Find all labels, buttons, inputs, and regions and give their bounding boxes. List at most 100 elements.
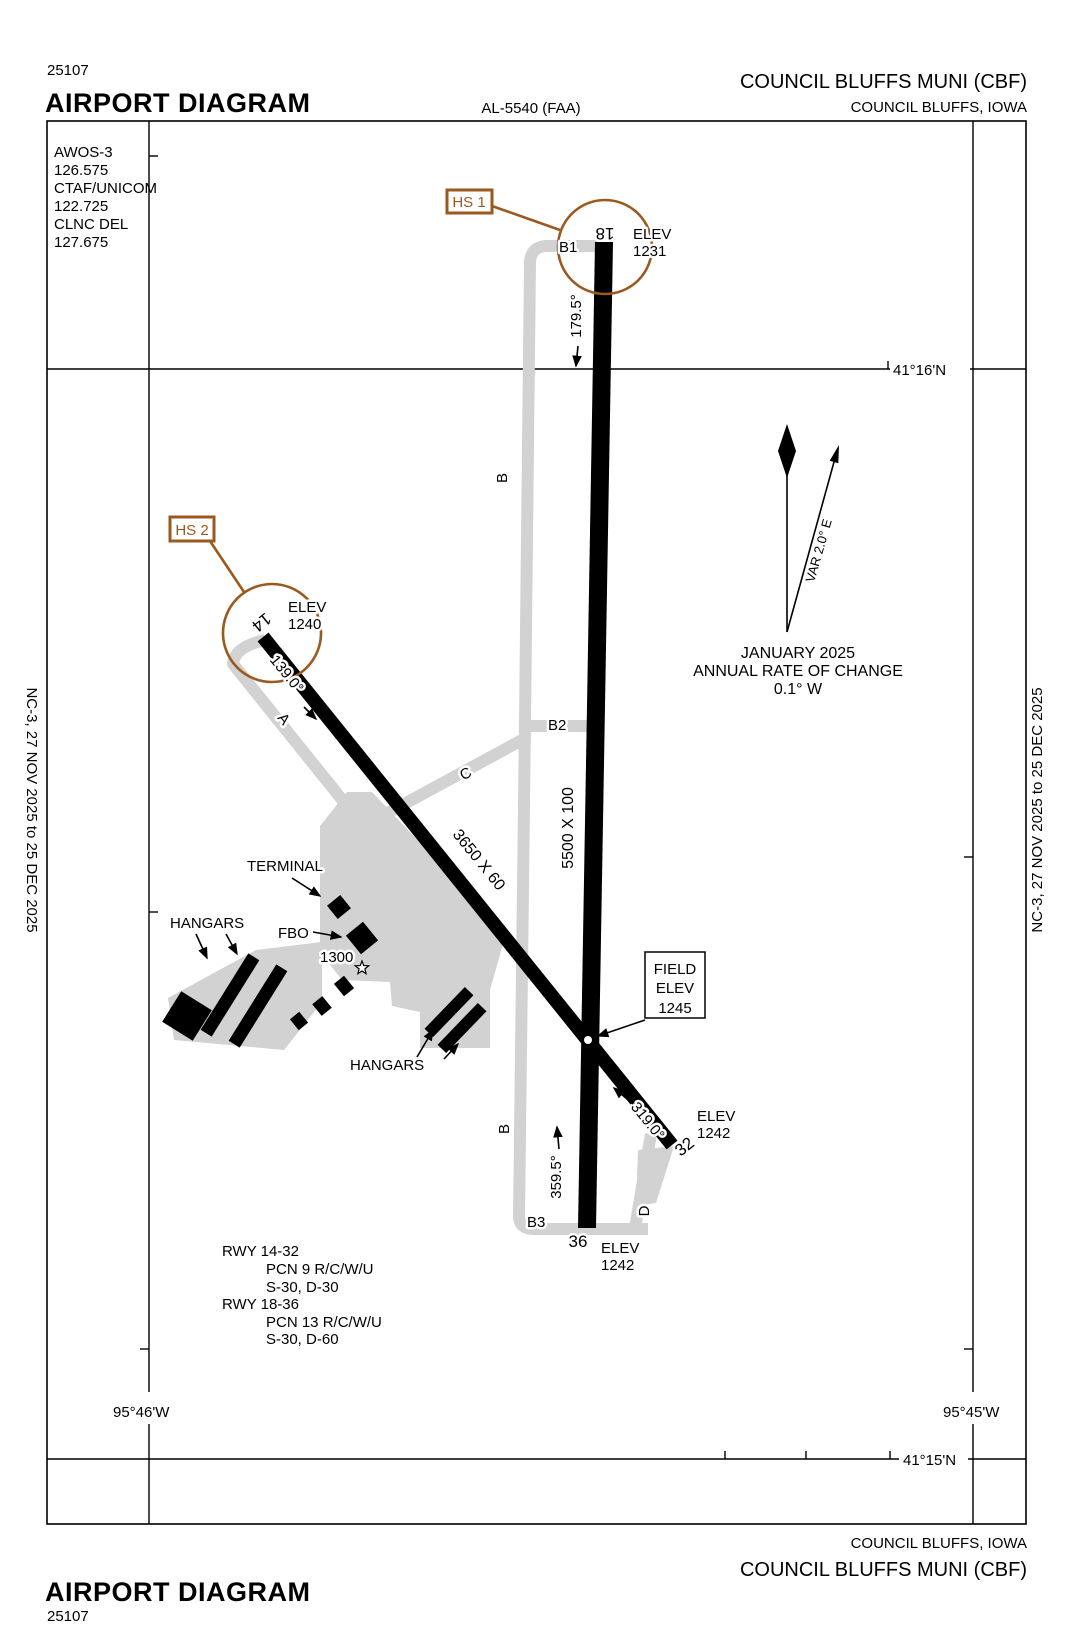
apron-main bbox=[320, 792, 503, 1048]
footer-airport-city: COUNCIL BLUFFS, IOWA bbox=[851, 1535, 1027, 1552]
true-north-arrowhead-icon bbox=[778, 424, 796, 478]
taxiway-b2-label: B2 bbox=[548, 717, 566, 734]
runway-14-elev-value: 1240 bbox=[288, 616, 321, 633]
graticule bbox=[47, 121, 1026, 1524]
frequency-line: AWOS-3 bbox=[54, 144, 113, 161]
terminal-building bbox=[327, 895, 351, 919]
latitude-bottom-label: 41°15'N bbox=[903, 1452, 956, 1469]
longitude-right-label: 95°45'W bbox=[943, 1404, 1000, 1421]
hangars-south-arrow-1 bbox=[416, 1028, 434, 1058]
runway-18-elev-label: ELEV bbox=[633, 226, 671, 243]
frequency-line: 126.575 bbox=[54, 162, 108, 179]
hangars-west-label: HANGARS bbox=[170, 915, 244, 932]
left-margin-effective-dates: NC-3, 27 NOV 2025 to 25 DEC 2025 bbox=[23, 687, 40, 932]
field-elevation-line3: 1245 bbox=[658, 1000, 691, 1017]
fbo-arrow bbox=[312, 930, 343, 940]
variation-date: JANUARY 2025 bbox=[741, 645, 855, 662]
frequency-block: AWOS-3 126.575 CTAF/UNICOM 122.725 CLNC … bbox=[54, 144, 157, 251]
annual-rate-label: ANNUAL RATE OF CHANGE bbox=[693, 663, 903, 680]
taxiway-d-fillet bbox=[636, 1146, 674, 1206]
right-margin-effective-dates: NC-3, 27 NOV 2025 to 25 DEC 2025 bbox=[1029, 687, 1046, 932]
hs1-box bbox=[445, 188, 494, 215]
runway-data-line: PCN 9 R/C/W/U bbox=[266, 1261, 374, 1278]
hs1-leader-line bbox=[491, 204, 561, 232]
hangars-south-arrow-2 bbox=[443, 1042, 460, 1060]
magnetic-north-arrowhead-icon bbox=[829, 445, 839, 464]
hs1-circle bbox=[556, 198, 654, 296]
longitude-left-label: 95°46'W bbox=[113, 1404, 170, 1421]
runway-18-heading: 179.5° bbox=[568, 294, 585, 338]
runway-32-heading-arrow bbox=[612, 1086, 634, 1105]
hs2-box bbox=[168, 515, 216, 543]
header-airport-name: COUNCIL BLUFFS MUNI (CBF) bbox=[740, 71, 1027, 93]
hs1-label: HS 1 bbox=[452, 194, 485, 211]
runway-36-elev-label: ELEV bbox=[601, 1240, 639, 1257]
buildings bbox=[162, 895, 487, 1054]
runway-18-number: 18 bbox=[596, 224, 615, 243]
terminal-label: TERMINAL bbox=[247, 858, 323, 875]
runways bbox=[257, 242, 678, 1228]
footer-airport-name: COUNCIL BLUFFS MUNI (CBF) bbox=[740, 1559, 1027, 1581]
footer-chart-number: 25107 bbox=[47, 1608, 89, 1625]
hangars-west-arrow-2 bbox=[225, 933, 238, 956]
hs2-label: HS 2 bbox=[175, 522, 208, 539]
hangars-west-arrow-1 bbox=[195, 933, 208, 960]
field-elevation-point bbox=[584, 1036, 592, 1044]
runway-32-number: 32 bbox=[671, 1133, 698, 1160]
frequency-line: CTAF/UNICOM bbox=[54, 180, 157, 197]
runway-14-32 bbox=[257, 632, 678, 1150]
frequency-line: CLNC DEL bbox=[54, 216, 128, 233]
runway-18-36-dimensions: 5500 X 100 bbox=[560, 787, 577, 869]
frequency-line: 127.675 bbox=[54, 234, 108, 251]
runway-data-line: S-30, D-30 bbox=[266, 1279, 339, 1296]
field-elevation-line2: ELEV bbox=[656, 980, 694, 997]
runway-data-line: S-30, D-60 bbox=[266, 1331, 339, 1348]
frequency-line: 122.725 bbox=[54, 198, 108, 215]
header-chart-number: 25107 bbox=[47, 62, 89, 79]
terminal-arrow bbox=[291, 877, 322, 897]
runway-36-heading: 359.5° bbox=[548, 1155, 565, 1199]
footer-title: AIRPORT DIAGRAM bbox=[45, 1577, 311, 1607]
taxiway-b-lower-label: B bbox=[496, 1124, 513, 1134]
runway-data-block: RWY 14-32 PCN 9 R/C/W/U S-30, D-30 RWY 1… bbox=[222, 1243, 382, 1348]
runway-data-line: PCN 13 R/C/W/U bbox=[266, 1314, 382, 1331]
runway-32-elev-value: 1242 bbox=[697, 1125, 730, 1142]
annual-rate-value: 0.1° W bbox=[774, 681, 823, 698]
beacon-star-icon bbox=[353, 959, 371, 976]
runway-14-elev-label: ELEV bbox=[288, 599, 326, 616]
taxiway-b1-label: B1 bbox=[559, 239, 577, 256]
taxiway-b3-label: B3 bbox=[527, 1214, 545, 1231]
south-hangar-1 bbox=[424, 986, 474, 1038]
field-elevation-line1: FIELD bbox=[654, 961, 697, 978]
hangars-south-label: HANGARS bbox=[350, 1057, 424, 1074]
field-elevation-arrow bbox=[596, 1019, 646, 1038]
south-hangar-2 bbox=[437, 1002, 487, 1054]
runway-14-number: 14 bbox=[248, 609, 275, 636]
header-airport-city: COUNCIL BLUFFS, IOWA bbox=[851, 99, 1027, 116]
taxiway-d-label: D bbox=[636, 1205, 653, 1216]
runway-data-line: RWY 14-32 bbox=[222, 1243, 299, 1260]
runway-14-heading-arrow bbox=[303, 706, 318, 721]
small-building-2 bbox=[312, 996, 332, 1016]
beacon-elevation-label: 1300 bbox=[320, 949, 353, 966]
small-building-1 bbox=[333, 975, 355, 997]
fbo-building bbox=[345, 921, 379, 955]
west-hangar-large bbox=[162, 991, 212, 1041]
taxiway-b bbox=[513, 240, 648, 1235]
runway-36-heading-arrow bbox=[553, 1125, 563, 1150]
magnetic-variation-label: VAR 2.0° E bbox=[802, 517, 834, 584]
taxiway-b-upper-label: B bbox=[494, 473, 511, 483]
latitude-top-label: 41°16'N bbox=[893, 362, 946, 379]
runway-32-elev-label: ELEV bbox=[697, 1108, 735, 1125]
runway-36-elev-value: 1242 bbox=[601, 1257, 634, 1274]
runway-data-line: RWY 18-36 bbox=[222, 1296, 299, 1313]
header-al-number: AL-5540 (FAA) bbox=[481, 100, 580, 117]
runway-36-number: 36 bbox=[569, 1232, 588, 1251]
hotspots bbox=[168, 188, 654, 684]
runway-18-36 bbox=[578, 242, 613, 1228]
fbo-label: FBO bbox=[278, 925, 309, 942]
field-elevation-box bbox=[644, 951, 706, 1019]
runway-18-elev-value: 1231 bbox=[633, 243, 666, 260]
